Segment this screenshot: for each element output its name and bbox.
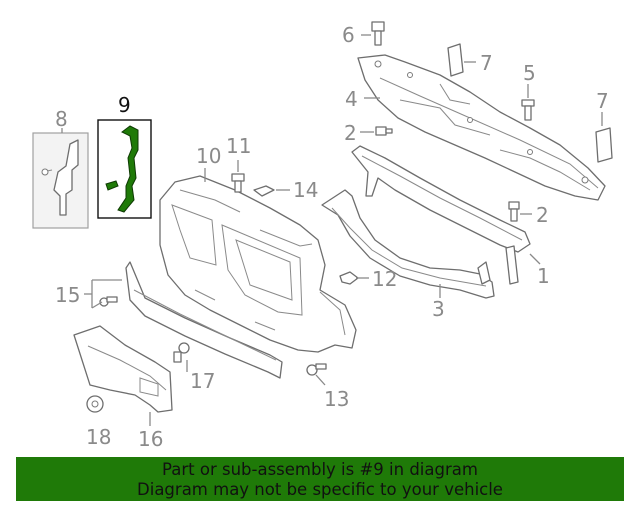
fastener-7a [447, 43, 464, 77]
fastener-5 [521, 99, 535, 121]
leader-lines [61, 34, 603, 426]
fastener-17 [173, 342, 190, 363]
callout-16: 16 [138, 427, 163, 451]
callout-5: 5 [523, 61, 536, 85]
fastener-11 [231, 173, 245, 193]
clip-14 [253, 185, 275, 197]
fastener-2b [508, 201, 520, 222]
part-4-upper-cover [357, 54, 606, 201]
callout-6: 6 [342, 23, 355, 47]
callout-3: 3 [432, 297, 445, 321]
part-1-tie-bar [351, 145, 531, 285]
info-banner: Part or sub-assembly is #9 in diagram Di… [16, 457, 624, 501]
clip-12 [339, 271, 359, 285]
part-9-highlighted-bracket [97, 119, 152, 219]
callout-18: 18 [86, 425, 111, 449]
fastener-7b [595, 127, 613, 163]
callout-12: 12 [372, 267, 397, 291]
callout-4: 4 [345, 87, 358, 111]
callout-2a: 2 [344, 121, 357, 145]
callout-13: 13 [324, 387, 349, 411]
callout-1: 1 [537, 264, 550, 288]
callout-14: 14 [293, 178, 318, 202]
callouts: 6 7 5 4 7 2 2 1 3 12 11 10 14 13 8 9 15 … [55, 23, 609, 451]
part-3-lower-bar [321, 189, 495, 299]
banner-line-1: Part or sub-assembly is #9 in diagram [162, 460, 478, 479]
part-16-air-deflector [73, 325, 173, 413]
part-8-inset [32, 132, 89, 229]
callout-10: 10 [196, 144, 221, 168]
fastener-6 [371, 21, 385, 46]
part-15-lower-strip [125, 261, 283, 379]
part-10-radiator-frame [159, 175, 357, 353]
callout-11: 11 [226, 134, 251, 158]
callout-2b: 2 [536, 203, 549, 227]
callout-9: 9 [118, 93, 131, 117]
nut-18 [86, 395, 104, 413]
callout-7b: 7 [596, 89, 609, 113]
callout-15: 15 [55, 283, 80, 307]
fastener-13 [306, 363, 327, 376]
banner-line-2: Diagram may not be specific to your vehi… [137, 480, 503, 499]
callout-8: 8 [55, 107, 68, 131]
parts-diagram: 6 7 5 4 7 2 2 1 3 12 11 10 14 13 8 9 15 … [32, 21, 613, 451]
fastener-2a [375, 126, 393, 136]
callout-17: 17 [190, 369, 215, 393]
callout-7a: 7 [480, 51, 493, 75]
fastener-15-bolt [99, 296, 118, 307]
